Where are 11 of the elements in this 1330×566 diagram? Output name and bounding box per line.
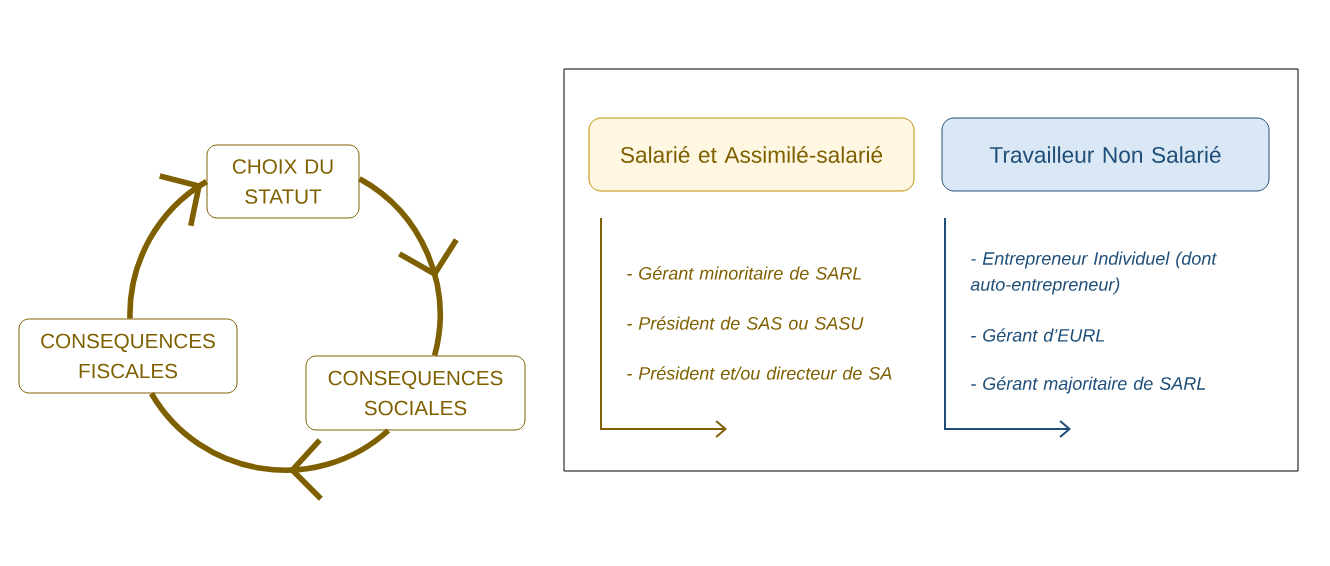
step-box: CHOIX DU STATUT xyxy=(206,144,360,219)
list-item: - Entrepreneur Individuel (dont auto-entrepreneur) xyxy=(970,251,1217,295)
list-item: - Gérant d’EURL xyxy=(971,328,1105,342)
category-box: Salarié et Assimilé-salarié xyxy=(588,117,915,192)
list-item: - Gérant minoritaire de SARL xyxy=(627,266,862,280)
list-item: - Président et/ou directeur de SA xyxy=(627,366,892,380)
step-box: CONSEQUENCES SOCIALES xyxy=(305,355,526,431)
category-box: Travailleur Non Salarié xyxy=(941,117,1270,192)
step-box: CONSEQUENCES FISCALES xyxy=(18,318,238,394)
list-item: - Président de SAS ou SASU xyxy=(627,316,864,330)
list-item: - Gérant majoritaire de SARL xyxy=(971,376,1206,394)
